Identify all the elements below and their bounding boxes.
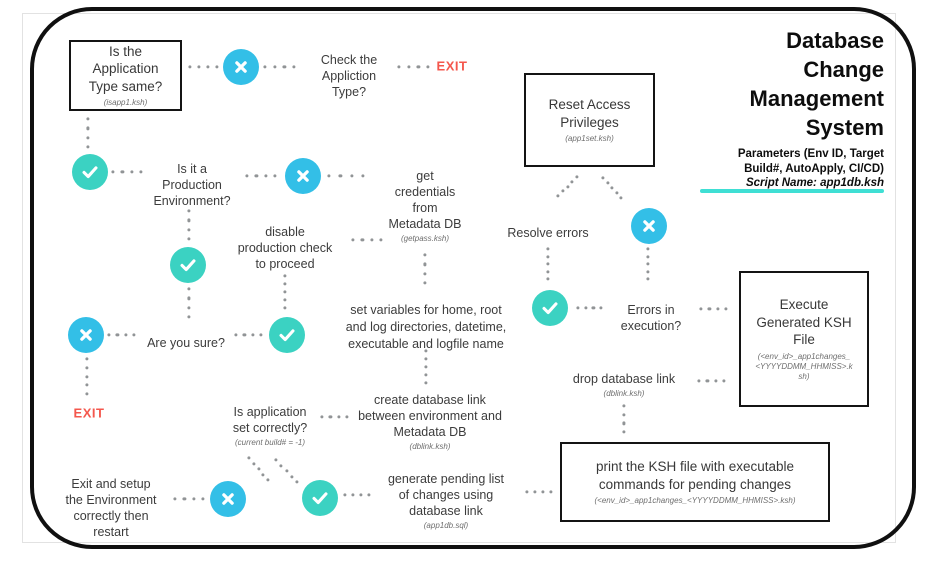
node-errors-execution: Errors in execution? [601,286,701,334]
box-is-app-type-same: Is the Application Type same? (isapp1.ks… [69,40,182,111]
x-glyph [235,61,247,73]
node-disable-prod-check-text: disable production check to proceed [237,225,333,271]
check-mark-icon [269,317,305,353]
box-print-ksh-text: print the KSH file with executable comma… [595,459,795,492]
node-drop-db-link-caption: (dblink.ksh) [603,389,645,398]
box-reset-access-caption: (app1set.ksh) [565,134,614,143]
node-check-app-type: Check the Appliction Type? [294,36,404,100]
page-title: Database Change Management System [749,28,884,140]
box-is-app-type-same-text: Is the Application Type same? [88,43,163,94]
check-mark-icon [170,247,206,283]
node-generate-pending-caption: (app1db.sql) [423,521,469,530]
node-is-app-set: Is application set correctly? (current b… [205,388,335,464]
box-execute-ksh-text: Execute Generated KSH File [756,297,852,348]
exit-label-left: EXIT [73,405,105,421]
node-generate-pending-text: generate pending list of changes using d… [387,472,505,518]
node-drop-db-link: drop database link (dblink.ksh) [549,355,699,415]
x-mark-icon [210,481,246,517]
node-set-variables-text: set variables for home, root and log dir… [345,303,507,351]
x-mark-icon [285,158,321,194]
check-glyph [312,492,328,505]
box-reset-access: Reset Access Privileges (app1set.ksh) [524,73,655,167]
check-glyph [279,329,295,342]
node-drop-db-link-text: drop database link [572,372,676,386]
box-reset-access-text: Reset Access Privileges [548,97,631,130]
x-mark-icon [223,49,259,85]
x-mark-icon [631,208,667,244]
box-is-app-type-same-caption: (isapp1.ksh) [103,98,148,108]
node-is-app-set-text: Is application set correctly? [232,405,308,435]
node-create-db-link-caption: (dblink.ksh) [409,442,451,451]
node-resolve-errors: Resolve errors [488,209,608,241]
check-glyph [180,259,196,272]
exit-label-top: EXIT [436,58,468,74]
x-glyph [297,170,309,182]
node-set-variables: set variables for home, root and log dir… [321,285,531,353]
check-mark-icon [532,290,568,326]
node-are-you-sure-text: Are you sure? [147,336,225,350]
title-script-name: Script Name: app1db.ksh [745,177,884,189]
check-mark-icon [72,154,108,190]
node-disable-prod-check: disable production check to proceed [220,208,350,272]
node-create-db-link: create database link between environment… [340,376,520,468]
box-print-ksh: print the KSH file with executable comma… [560,442,830,522]
title-block: Database Change Management System Parame… [700,26,884,190]
box-execute-ksh-caption: (<env_id>_app1changes_ <YYYYDDMM_HHMISS>… [755,351,853,381]
node-get-credentials: get credentials from Metadata DB (getpas… [365,152,485,260]
accent-underline [700,189,884,193]
node-exit-setup: Exit and setup the Environment correctly… [46,460,176,540]
x-mark-icon [68,317,104,353]
node-is-app-set-caption: (current build# = -1) [234,438,306,447]
check-glyph [82,166,98,179]
check-mark-icon [302,480,338,516]
box-print-ksh-caption: (<env_id>_app1changes_<YYYYDDMM_HHMISS>.… [594,496,796,505]
node-generate-pending: generate pending list of changes using d… [366,455,526,547]
check-glyph [542,302,558,315]
node-is-production: Is it a Production Environment? [132,145,252,209]
node-errors-execution-text: Errors in execution? [620,303,682,333]
node-is-production-text: Is it a Production Environment? [153,162,231,208]
node-resolve-errors-text: Resolve errors [507,226,589,240]
node-get-credentials-caption: (getpass.ksh) [400,234,450,243]
node-create-db-link-text: create database link between environment… [358,393,502,439]
node-exit-setup-text: Exit and setup the Environment correctly… [65,477,157,539]
title-parameters: Parameters (Env ID, Target Build#, AutoA… [737,148,884,175]
x-glyph [222,493,234,505]
node-check-app-type-text: Check the Appliction Type? [320,53,378,99]
node-are-you-sure: Are you sure? [131,319,241,351]
x-glyph [80,329,92,341]
x-glyph [643,220,655,232]
box-execute-ksh: Execute Generated KSH File (<env_id>_app… [739,271,869,407]
node-get-credentials-text: get credentials from Metadata DB [388,169,462,231]
